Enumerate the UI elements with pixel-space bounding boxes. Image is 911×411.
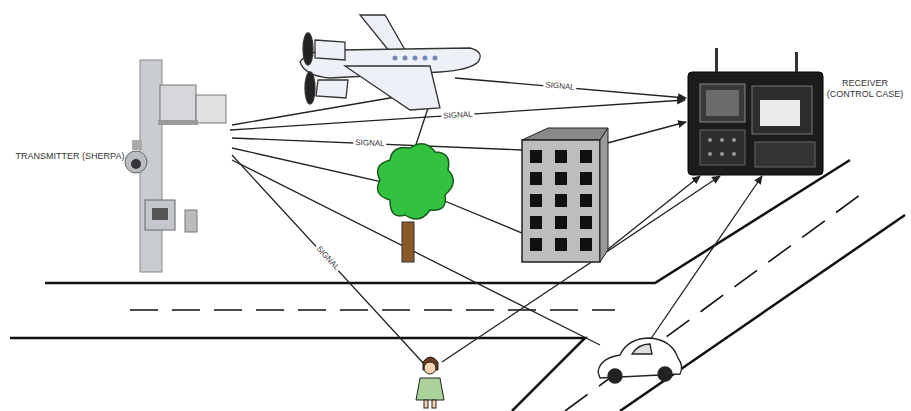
device-node: TRANSMITTER (SHERPA) xyxy=(10,55,230,275)
airplane xyxy=(300,15,480,110)
device-label: TRANSMITTER (SHERPA) xyxy=(14,151,126,162)
road-dashes xyxy=(130,195,860,411)
signal-label: SIGNAL xyxy=(313,243,342,274)
car xyxy=(598,338,682,383)
signal-connector xyxy=(230,100,685,130)
signal-path xyxy=(232,78,762,365)
device-node: RECEIVER (CONTROL CASE) xyxy=(685,40,909,180)
receiver-case xyxy=(688,48,823,175)
person xyxy=(416,357,444,408)
signal-label: SIGNAL xyxy=(441,109,475,120)
device-label: RECEIVER (CONTROL CASE) xyxy=(825,78,905,100)
transmitter-pole xyxy=(125,60,226,272)
building xyxy=(522,128,608,262)
tree xyxy=(378,144,454,262)
signal-label: SIGNAL xyxy=(543,80,577,92)
signal-label: SIGNAL xyxy=(353,138,387,148)
